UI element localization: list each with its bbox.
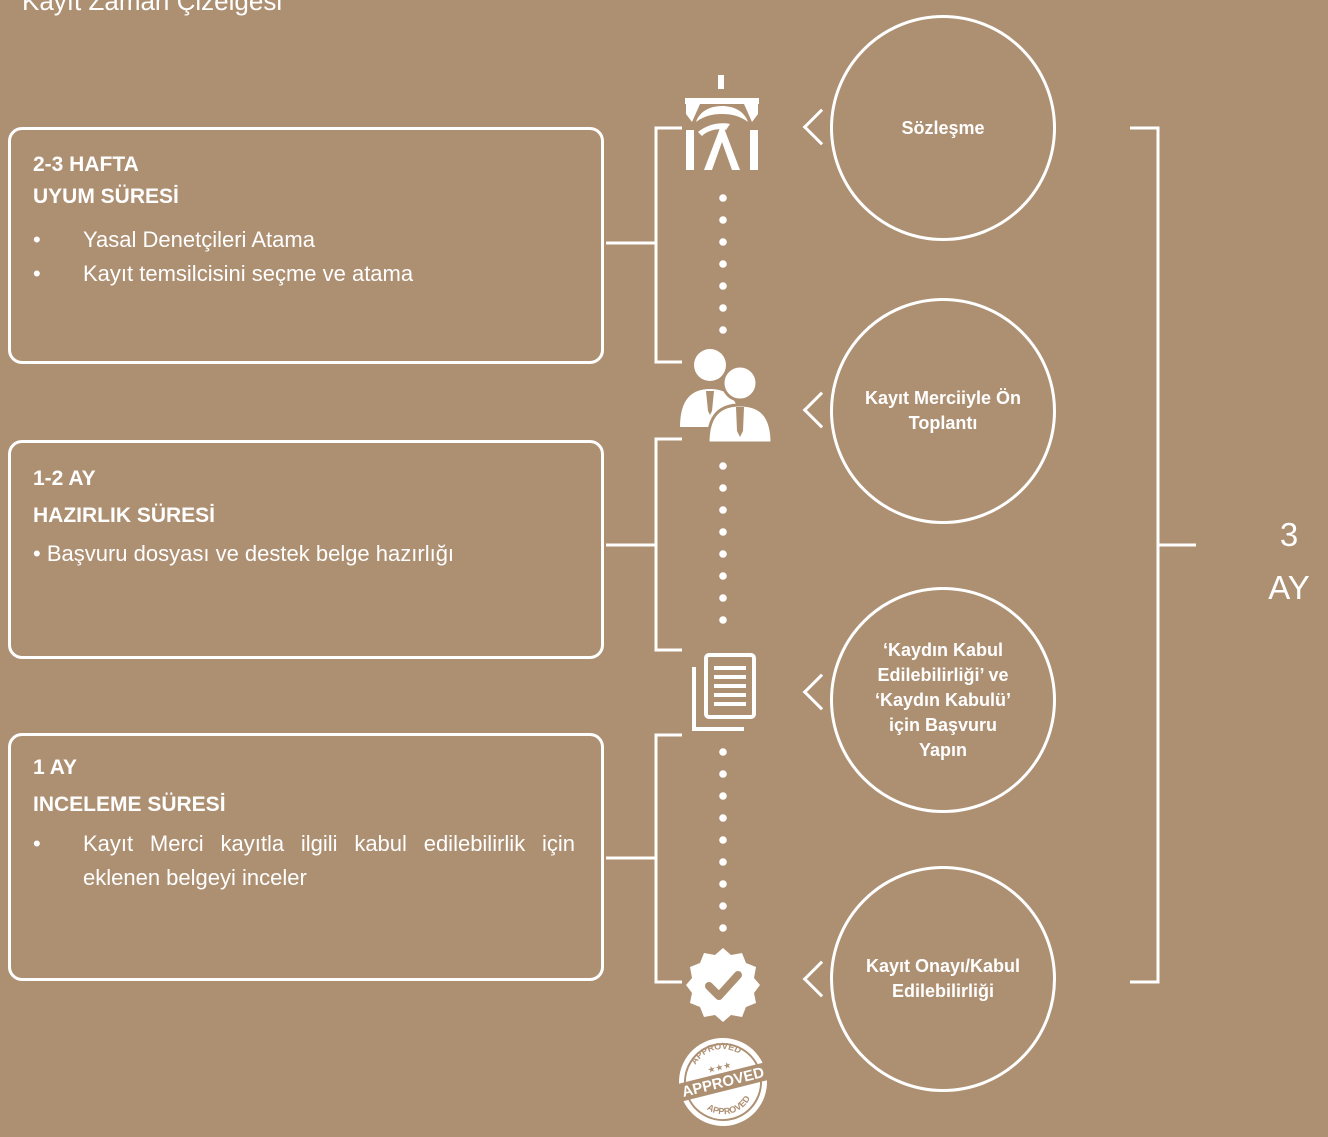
approved-stamp-icon: APPROVED APPROVED APPROVED ★★★ (675, 1035, 771, 1126)
milestone-circle-on-toplanti: Kayıt Merciiyle Ön Toplantı (830, 298, 1056, 524)
milestone-circle-sozlesme: Sözleşme (830, 15, 1056, 241)
phase-duration: 2-3 HAFTA (33, 153, 139, 176)
phase-bracket-1 (654, 126, 682, 364)
total-unit: AY (1268, 569, 1310, 606)
phase-name: UYUM SÜRESİ (33, 185, 179, 208)
total-bracket (1130, 126, 1160, 984)
phase-name: HAZIRLIK SÜRESİ (33, 504, 216, 527)
bullet-icon: • (33, 227, 41, 252)
phase-items: •Kayıt Merci kayıtla ilgili kabul edileb… (33, 827, 575, 895)
phase-item: •Kayıt Merci kayıtla ilgili kabul edileb… (33, 827, 575, 895)
phase-item: • Başvuru dosyası ve destek belge hazırl… (33, 541, 455, 566)
meeting-people-icon (680, 349, 774, 443)
phase-bracket-2 (654, 437, 682, 652)
phase-duration: 1 AY (33, 756, 77, 779)
milestone-circle-basvuru: ‘Kaydın Kabul Edilebilirliği’ ve ‘Kaydın… (830, 587, 1056, 813)
check-badge-icon (686, 948, 760, 1022)
bullet-icon: • (33, 831, 41, 856)
contract-icon (685, 75, 759, 170)
phase-items: •Yasal Denetçileri Atama •Kayıt temsilci… (33, 223, 575, 291)
phase-box-inceleme: 1 AY INCELEME SÜRESİ •Kayıt Merci kayıtl… (8, 733, 604, 981)
phase-box-hazirlik: 1-2 AY HAZIRLIK SÜRESİ • Başvuru dosyası… (8, 440, 604, 659)
phase-item: •Kayıt temsilcisini seçme ve atama (33, 257, 575, 291)
document-icon (692, 653, 756, 731)
timeline-dots (719, 194, 727, 932)
diagram-title: Kayıt Zaman Çizelgesi (22, 0, 283, 16)
phase-duration: 1-2 AY (33, 467, 96, 490)
phase-items: • Başvuru dosyası ve destek belge hazırl… (33, 537, 575, 571)
phase-box-uyum: 2-3 HAFTA UYUM SÜRESİ •Yasal Denetçileri… (8, 127, 604, 364)
milestone-circle-onay: Kayıt Onayı/Kabul Edilebilirliği (830, 866, 1056, 1092)
phase-item: •Yasal Denetçileri Atama (33, 223, 575, 257)
phase-bracket-3 (654, 733, 682, 984)
total-number: 3 (1279, 516, 1299, 553)
bullet-icon: • (33, 261, 41, 286)
phase-name: INCELEME SÜRESİ (33, 793, 226, 816)
